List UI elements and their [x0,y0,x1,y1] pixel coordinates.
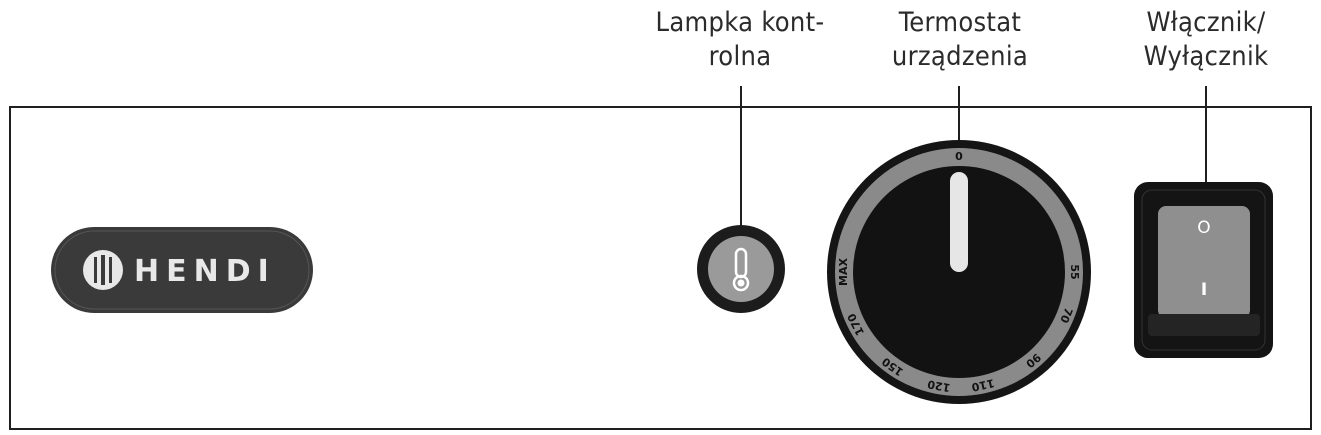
logo-brand-text: HENDI [134,254,276,289]
hendi-logo: HENDI [51,227,313,313]
dial-scale-label: 55 [1068,264,1081,279]
power-switch-label: Włącznik/ Wyłącznik [1108,6,1304,74]
dial-scale-label: 70 [1057,306,1075,325]
thermometer-icon [732,247,750,292]
cutlery-icon [83,250,123,290]
thermostat-label-line2: urządzenia [891,41,1029,72]
switch-on-symbol: I [1201,280,1207,300]
dial-scale-label: MAX [837,258,850,286]
indicator-lamp-label-line2: rolna [708,41,772,72]
switch-rocker [1158,206,1250,318]
power-switch[interactable]: O I [1134,182,1273,358]
indicator-lamp-label-line1: Lampka kont- [655,7,825,38]
dial-scale-label: 110 [970,376,996,394]
dial-scale-label: 0 [955,150,963,163]
switch-off-symbol: O [1197,218,1210,238]
power-switch-label-line1: Włącznik/ [1146,7,1266,38]
indicator-lamp [697,225,785,313]
logo-badge [51,227,313,313]
control-panel [9,106,1312,430]
thermostat-label: Termostat urządzenia [862,6,1058,74]
thermostat-label-line1: Termostat [898,7,1022,38]
power-switch-label-line2: Wyłącznik [1143,41,1269,72]
dial-scale-label: 120 [926,377,951,394]
dial-pointer [950,172,968,272]
indicator-lamp-label: Lampka kont- rolna [640,6,840,74]
